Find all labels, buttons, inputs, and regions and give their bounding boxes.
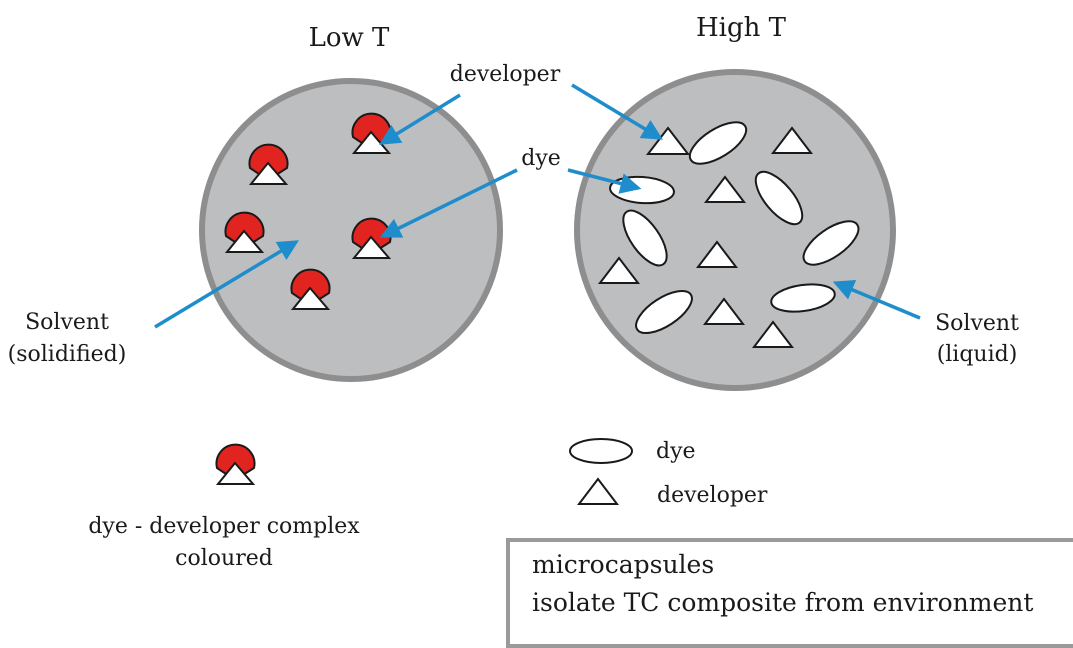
arrow-solvent-high (832, 280, 921, 320)
dye-ellipse (635, 289, 693, 335)
legend-dye-label: dye (656, 439, 696, 464)
legend-complex-icon (215, 443, 256, 485)
complex-3 (224, 211, 265, 253)
label-developer: developer (450, 62, 561, 87)
arrow-developer-low (379, 93, 461, 145)
info-box-line-1: microcapsules (532, 550, 715, 579)
legend-coloured-label: coloured (175, 546, 273, 571)
arrow-solvent-low (154, 240, 299, 329)
label-liquid: (liquid) (937, 342, 1018, 367)
dye-ellipse (754, 170, 804, 226)
legend-complex-label: dye - developer complex (88, 514, 360, 539)
legend-developer-icon (576, 477, 620, 505)
title-high-t: High T (696, 13, 787, 43)
developer-triangle (597, 256, 641, 284)
complex-2 (351, 112, 392, 154)
title-low-t: Low T (309, 23, 390, 53)
developer-triangle (645, 126, 691, 155)
arrow-developer-high (571, 83, 663, 140)
microcapsules-info-box: microcapsules isolate TC composite from … (506, 538, 1073, 648)
developer-triangle (770, 126, 814, 154)
info-box-line-2: isolate TC composite from environment (532, 588, 1034, 617)
thermochromic-diagram: Low T High T developer d (8, 13, 1019, 571)
legend-developer-label: developer (657, 483, 768, 508)
dye-ellipse (622, 209, 668, 267)
complex-5 (290, 268, 331, 310)
arrow-dye-low (379, 168, 518, 238)
developer-triangle (702, 297, 746, 325)
developer-triangle (703, 175, 747, 203)
developer-triangle (751, 320, 795, 348)
developer-triangle (695, 240, 739, 268)
dye-ellipse (688, 121, 748, 165)
label-solvent-right: Solvent (935, 311, 1019, 336)
dye-ellipse (802, 220, 860, 266)
label-solvent-left: Solvent (25, 310, 109, 335)
complex-1 (248, 143, 289, 185)
label-dye: dye (521, 146, 561, 171)
legend-dye-icon (569, 438, 633, 464)
arrow-dye-high (567, 168, 642, 194)
label-solidified: (solidified) (8, 342, 127, 367)
complex-4 (351, 217, 392, 259)
